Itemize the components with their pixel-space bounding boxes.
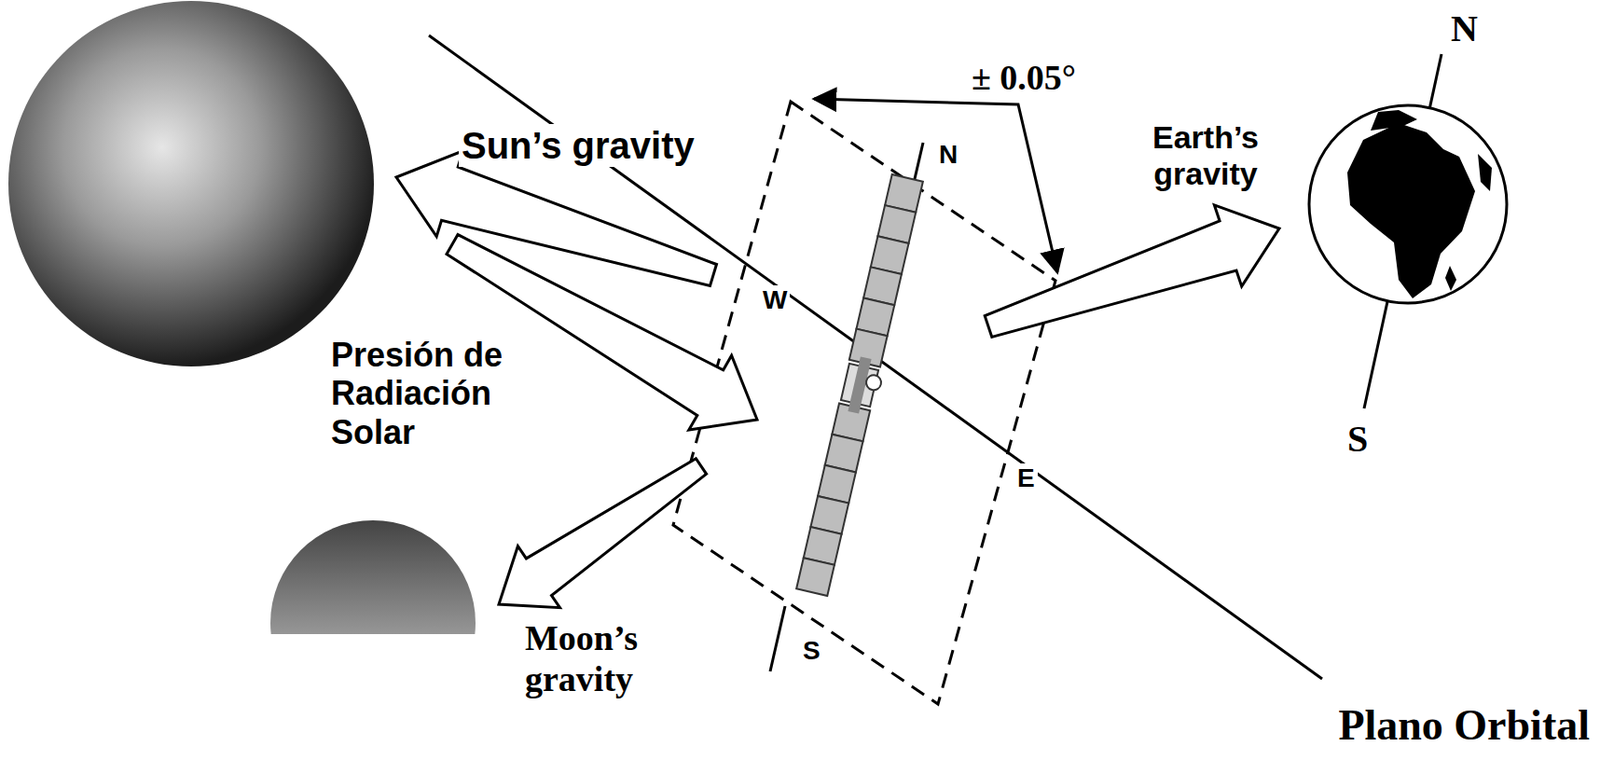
earth-north: N — [1448, 7, 1481, 51]
force-arrow — [396, 151, 718, 287]
plane-label: Plano Orbital — [1335, 701, 1593, 751]
force-arrow — [984, 205, 1280, 338]
force-arrow — [498, 458, 707, 608]
direction-label: S — [800, 635, 824, 666]
moon — [270, 520, 476, 635]
tolerance-label: ± 0.05° — [968, 57, 1079, 99]
earth-south: S — [1344, 417, 1371, 461]
direction-label: W — [759, 285, 790, 316]
direction-label: N — [936, 139, 961, 170]
force-arrows — [396, 151, 1280, 608]
force-label: Moon’s gravity — [522, 618, 696, 700]
south-tick — [770, 606, 786, 672]
earth — [1309, 54, 1507, 409]
satellite — [796, 174, 928, 597]
direction-label: E — [1014, 463, 1038, 494]
sun — [8, 0, 374, 367]
orbital-line — [428, 35, 1323, 679]
force-label: Earth’s gravity — [1123, 119, 1288, 193]
force-label: Presión de Radiación Solar — [328, 335, 521, 452]
force-label: Sun’s gravity — [458, 124, 698, 167]
tolerance-arrow — [813, 98, 1058, 273]
